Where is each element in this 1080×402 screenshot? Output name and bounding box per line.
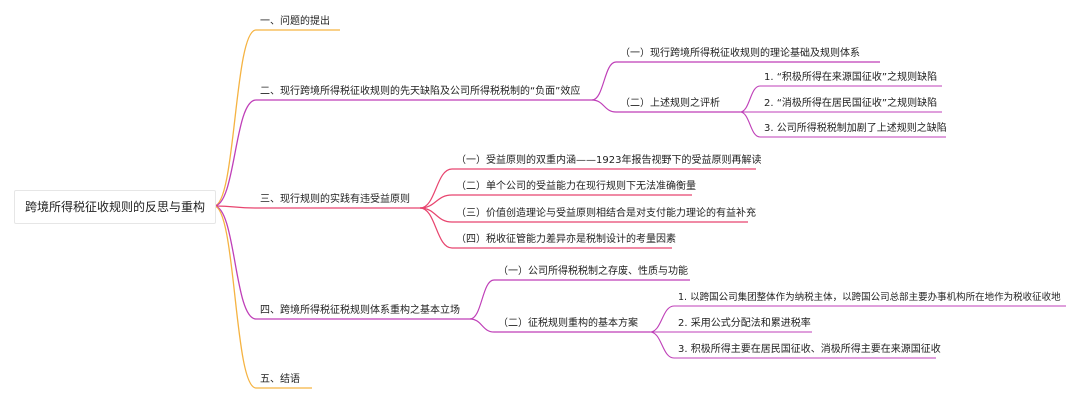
branch-4-2-3-label[interactable]: 3. 积极所得主要在居民国征收、消极所得主要在来源国征收 — [678, 344, 941, 355]
branch-4-2-2-label[interactable]: 2. 采用公式分配法和累进税率 — [678, 318, 811, 329]
branch-3-label[interactable]: 三、现行规则的实践有违受益原则 — [260, 194, 410, 205]
branch-3-4-label[interactable]: （四）税收征管能力差异亦是税制设计的考量因素 — [456, 234, 676, 245]
branch-2-label[interactable]: 二、现行跨境所得税征收规则的先天缺陷及公司所得税税制的“负面”效应 — [260, 86, 581, 97]
branch-2-2-2-label[interactable]: 2. “消极所得在居民国征收”之规则缺陷 — [764, 98, 938, 109]
branch-4-label[interactable]: 四、跨境所得税征税规则体系重构之基本立场 — [260, 305, 460, 316]
branch-2-2-label[interactable]: （二）上述规则之评析 — [620, 98, 720, 109]
branch-1-label[interactable]: 一、问题的提出 — [260, 16, 330, 27]
branch-4-2-1-label[interactable]: 1. 以跨国公司集团整体作为纳税主体，以跨国公司总部主要办事机构所在地作为税收征… — [678, 292, 1061, 303]
connector-b1 — [213, 29, 257, 207]
branch-4-1-label[interactable]: （一）公司所得税税制之存废、性质与功能 — [498, 266, 688, 277]
branch-3-2-label[interactable]: （二）单个公司的受益能力在现行规则下无法准确衡量 — [456, 181, 696, 192]
branch-2-2-3-label[interactable]: 3. 公司所得税税制加剧了上述规则之缺陷 — [764, 123, 947, 134]
branch-3-1-label[interactable]: （一）受益原则的双重内涵——1923年报告视野下的受益原则再解读 — [456, 155, 762, 166]
connector-b4 — [213, 205, 257, 320]
connector-b5 — [213, 205, 257, 389]
connector-b2 — [213, 99, 257, 207]
root-node[interactable]: 跨境所得税征收规则的反思与重构 — [14, 190, 216, 224]
branch-2-2-1-label[interactable]: 1. “积极所得在来源国征收”之规则缺陷 — [764, 72, 938, 83]
branch-4-2-label[interactable]: （二）征税规则重构的基本方案 — [498, 318, 638, 329]
branch-3-3-label[interactable]: （三）价值创造理论与受益原则相结合是对支付能力理论的有益补充 — [456, 208, 756, 219]
branch-2-1-label[interactable]: （一）现行跨境所得税征收规则的理论基础及规则体系 — [620, 48, 860, 59]
connector-b3 — [213, 205, 257, 209]
branch-5-label[interactable]: 五、结语 — [260, 374, 300, 385]
